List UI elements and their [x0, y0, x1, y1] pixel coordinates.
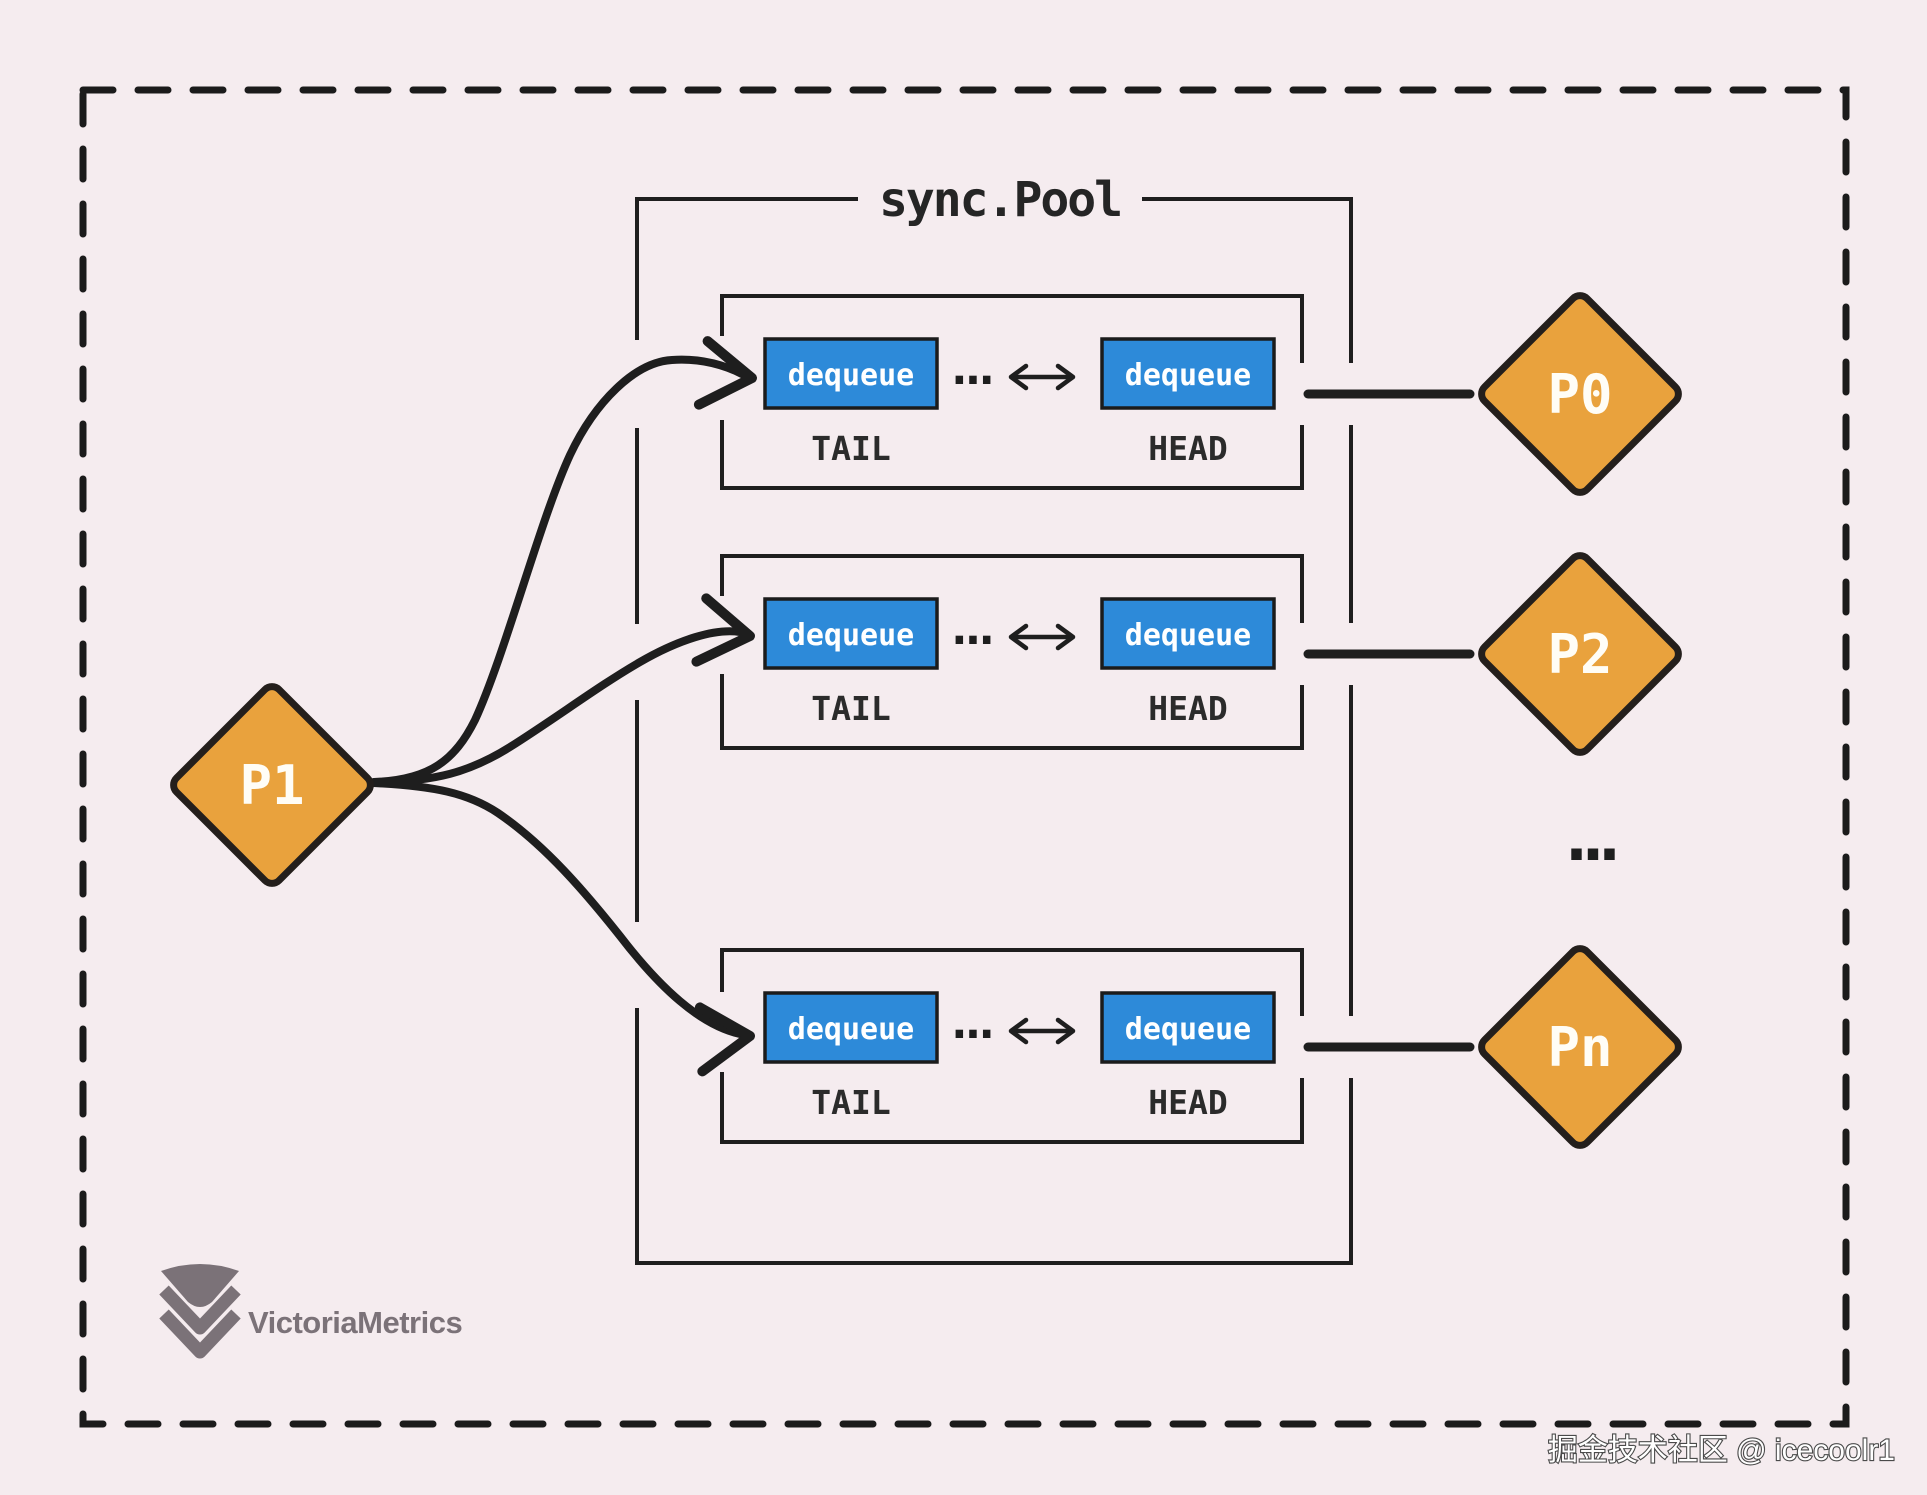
watermark-text: 掘金技术社区 @ icecoolr1 — [1548, 1434, 1895, 1467]
arrowhead-icon-row1 — [693, 336, 757, 410]
double-arrow-icon — [1008, 623, 1076, 651]
row-dots: ... — [945, 341, 990, 395]
victoriametrics-logo-text: VictoriaMetrics — [248, 1305, 462, 1340]
syncpool-title: sync.Pool — [879, 172, 1121, 228]
outer-dashed-border — [79, 86, 1850, 1428]
tail-dequeue-label: dequeue — [788, 1012, 914, 1047]
head-dequeue-box — [1100, 597, 1276, 670]
victoriametrics-logo: VictoriaMetrics — [159, 1264, 463, 1359]
more-processors-ellipsis: ... — [1557, 802, 1615, 876]
pool-row-1: dequeue dequeue ... TAIL HEAD — [763, 337, 1276, 468]
tail-dequeue-box — [763, 597, 939, 670]
syncpool-bracket — [635, 190, 1353, 1265]
processor-p2-label: P2 — [1547, 623, 1612, 686]
producer-arrows — [370, 336, 757, 1077]
head-label: HEAD — [1148, 689, 1227, 728]
arrowhead-icon-row2 — [691, 593, 755, 667]
arrow-curve-to-row3 — [370, 779, 744, 1038]
processor-pn: Pn — [1478, 945, 1682, 1149]
head-dequeue-label: dequeue — [1125, 1012, 1251, 1047]
head-dequeue-box — [1100, 991, 1276, 1064]
tail-label: TAIL — [811, 429, 890, 468]
tail-label: TAIL — [811, 689, 890, 728]
double-arrow-icon — [1008, 1017, 1076, 1045]
head-dequeue-label: dequeue — [1125, 618, 1251, 653]
row-dots: ... — [945, 995, 990, 1049]
processor-pn-label: Pn — [1547, 1016, 1612, 1079]
tail-dequeue-box — [763, 337, 939, 410]
arrowhead-icon-row3 — [694, 1002, 755, 1077]
tail-dequeue-label: dequeue — [788, 618, 914, 653]
row-dots: ... — [945, 601, 990, 655]
double-arrow-icon — [1008, 363, 1076, 391]
head-dequeue-box — [1100, 337, 1276, 410]
victoriametrics-logo-icon — [159, 1264, 241, 1359]
pool-row-3: dequeue dequeue ... TAIL HEAD — [763, 991, 1276, 1122]
processor-p2: P2 — [1478, 552, 1682, 756]
processor-p1-label: P1 — [239, 754, 304, 817]
processor-p0-label: P0 — [1547, 363, 1612, 426]
tail-dequeue-box — [763, 991, 939, 1064]
arrow-curve-to-row2 — [370, 627, 744, 786]
processor-p1: P1 — [170, 683, 374, 887]
head-dequeue-label: dequeue — [1125, 358, 1251, 393]
processor-p0: P0 — [1478, 292, 1682, 496]
arrow-curve-to-row1 — [370, 355, 746, 786]
tail-label: TAIL — [811, 1083, 890, 1122]
head-label: HEAD — [1148, 429, 1227, 468]
pool-row-2: dequeue dequeue ... TAIL HEAD — [763, 597, 1276, 728]
tail-dequeue-label: dequeue — [788, 358, 914, 393]
head-label: HEAD — [1148, 1083, 1227, 1122]
